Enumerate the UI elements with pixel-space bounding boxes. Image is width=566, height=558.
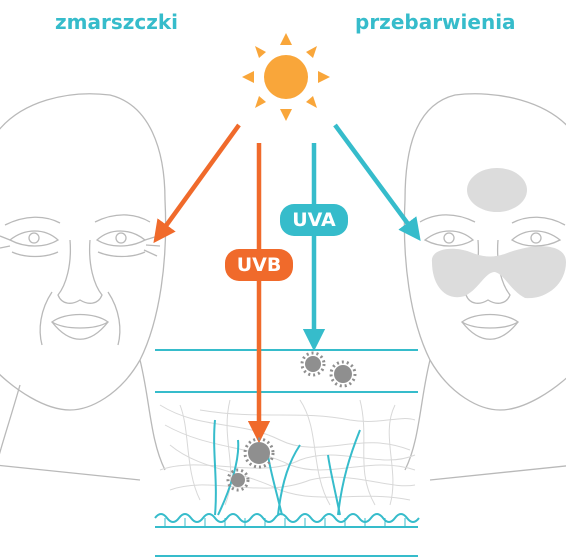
basal-membrane bbox=[155, 514, 419, 522]
hair-follicles bbox=[214, 420, 360, 515]
left-face bbox=[0, 94, 166, 480]
uvb-label: UVB bbox=[225, 249, 293, 281]
dermis-fibers bbox=[160, 400, 415, 505]
particle-3 bbox=[245, 439, 273, 467]
particle-2 bbox=[331, 362, 355, 386]
forehead-spot bbox=[467, 168, 527, 212]
cheek-spot bbox=[432, 246, 566, 298]
skin-layers bbox=[155, 350, 418, 556]
sun-icon bbox=[242, 33, 330, 121]
uvb-arrow-to-face bbox=[160, 125, 239, 234]
uva-label: UVA bbox=[280, 204, 348, 236]
particle-1 bbox=[302, 353, 324, 375]
